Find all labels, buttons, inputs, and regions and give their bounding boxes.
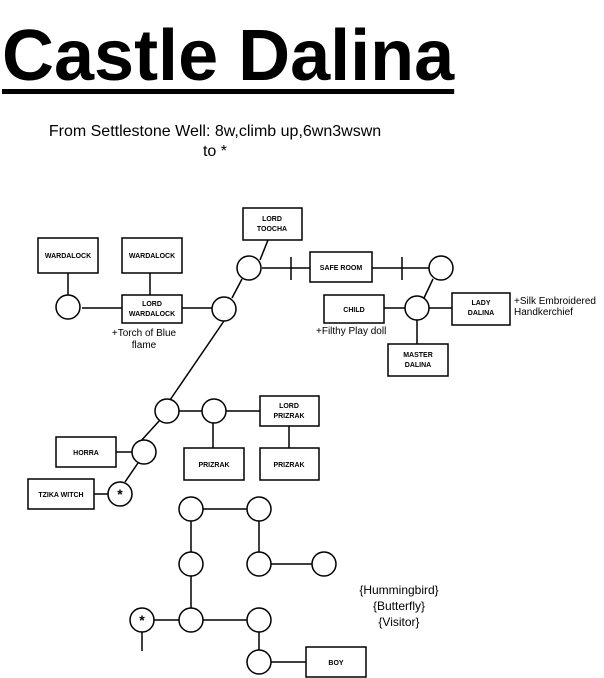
- junction-circle: [236, 255, 262, 281]
- room-label: PRIZRAK: [273, 413, 304, 420]
- animal-list-item: {Butterfly}: [373, 599, 425, 613]
- connector: [124, 462, 139, 483]
- room-prizrak-2: [259, 447, 320, 481]
- item-note: +Torch of Blue: [112, 328, 177, 339]
- start-star-marker: *: [117, 486, 123, 502]
- room-label: MASTER: [403, 352, 433, 359]
- room-boy: [305, 646, 367, 678]
- room-label: WARDALOCK: [129, 311, 175, 318]
- animal-list-item: {Hummingbird}: [359, 583, 438, 597]
- room-wardalock-2: [121, 237, 183, 274]
- room-tzika-witch: [27, 478, 95, 510]
- room-lady-dalina: [451, 292, 511, 326]
- junction-circle: [246, 496, 272, 522]
- junction-circle: [246, 551, 272, 577]
- junction-circle: [178, 551, 204, 577]
- room-label: HORRA: [73, 450, 99, 457]
- item-note: flame: [132, 340, 157, 351]
- connector: [259, 239, 269, 261]
- room-horra: [55, 436, 117, 468]
- room-label: LORD: [142, 301, 162, 308]
- item-note: +Silk Embroidered: [514, 296, 596, 307]
- junction-circle: [404, 295, 430, 321]
- page-title: Castle Dalina: [2, 16, 455, 96]
- room-child: [323, 294, 385, 324]
- room-label: LADY: [471, 300, 490, 307]
- room-label: DALINA: [468, 310, 494, 317]
- item-note: Handkerchief: [514, 307, 573, 318]
- item-note: +Filthy Play doll: [316, 326, 386, 337]
- room-label: LORD: [279, 403, 299, 410]
- room-label: WARDALOCK: [129, 253, 175, 260]
- directions-line-1: From Settlestone Well: 8w,climb up,6wn3w…: [48, 123, 382, 140]
- connector: [423, 278, 434, 299]
- junction-circle: [178, 496, 204, 522]
- room-label: TZIKA WITCH: [38, 492, 83, 499]
- room-safe-room: [309, 251, 373, 283]
- junction-circle: [246, 649, 272, 675]
- room-wardalock-1: [37, 237, 99, 274]
- junction-circle: [311, 551, 337, 577]
- junction-circle: [131, 439, 157, 465]
- junction-circle: [201, 398, 227, 424]
- directions-line-2: to *: [202, 143, 227, 160]
- junction-circle: [55, 294, 81, 320]
- room-label: WARDALOCK: [45, 253, 91, 260]
- junction-circle: [428, 255, 454, 281]
- room-label: DALINA: [405, 362, 431, 369]
- junction-circle: [178, 607, 204, 633]
- junction-circle: [211, 296, 237, 322]
- start-star-circle: [107, 481, 133, 507]
- room-lord-prizrak: [259, 395, 320, 427]
- room-label: BOY: [328, 660, 344, 667]
- directions-text: From Settlestone Well: 8w,climb up,6wn3w…: [20, 122, 410, 162]
- room-label: SAFE ROOM: [320, 265, 363, 272]
- junction-circle: [154, 398, 180, 424]
- room-label: TOOCHA: [257, 226, 287, 233]
- lower-star-circle: [129, 607, 155, 633]
- room-lord-wardalock: [121, 294, 183, 324]
- room-label: PRIZRAK: [198, 462, 229, 469]
- room-label: CHILD: [343, 307, 364, 314]
- room-master-dalina: [387, 343, 449, 377]
- junction-circle: [246, 607, 272, 633]
- room-label: LORD: [262, 216, 282, 223]
- connector: [139, 419, 161, 443]
- connector: [231, 278, 243, 299]
- room-prizrak-1: [183, 447, 245, 481]
- animal-list-item: {Visitor}: [378, 615, 419, 629]
- lower-star-marker: *: [139, 612, 145, 628]
- room-lord-toocha: [242, 207, 303, 241]
- room-label: PRIZRAK: [273, 462, 304, 469]
- connector: [169, 320, 225, 401]
